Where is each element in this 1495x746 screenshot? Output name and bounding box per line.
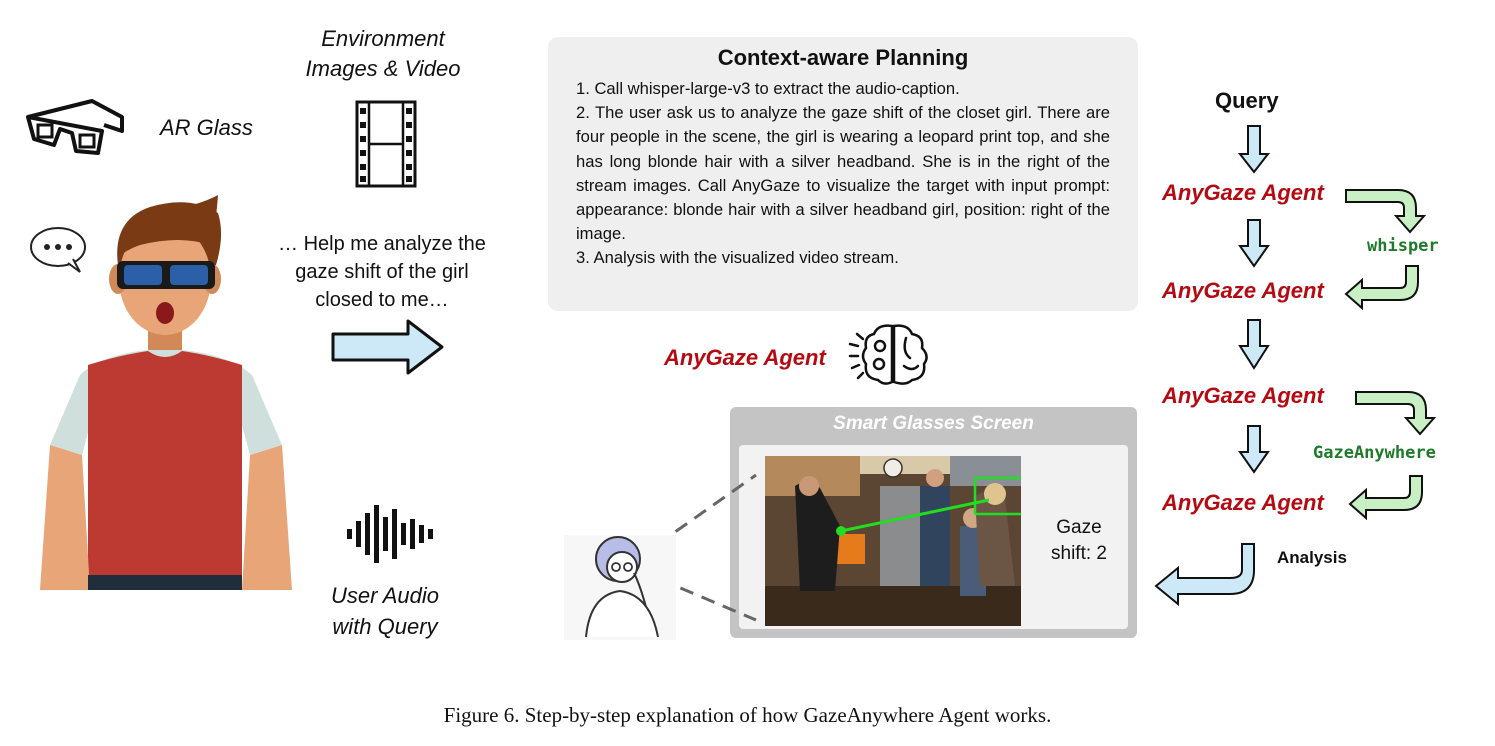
analysis-label: Analysis [1277,548,1347,567]
gaze-shift-line1: Gaze [1056,517,1102,538]
gaze-shift-readout: Gaze shift: 2 [1039,515,1119,567]
planning-step-3: 3. Analysis with the visualized video st… [576,248,899,268]
screen-content: Gaze shift: 2 [739,445,1128,629]
flow-agent-3: AnyGaze Agent [1162,383,1324,408]
environment-label-line1: Environment [321,26,445,51]
user-audio-label-line2: with Query [332,614,438,639]
ar-glass-label: AR Glass [160,115,253,140]
user-speech-line1: … Help me analyze the [278,233,486,255]
user-speech-text: … Help me analyze the gaze shift of the … [262,230,502,314]
viewer-illustration [564,473,757,640]
figure-caption: Figure 6. Step-by-step explanation of ho… [443,703,1052,727]
film-strip-icon [355,100,417,188]
user-audio-label: User Audio with Query [300,580,470,642]
environment-label-line2: Images & Video [305,56,461,81]
planning-step-1: 1. Call whisper-large-v3 to extract the … [576,79,960,98]
ar-glasses-icon [26,99,124,155]
flow-agent-4: AnyGaze Agent [1162,490,1324,515]
environment-label: Environment Images & Video [290,24,476,84]
speech-bubble-icon [30,227,86,273]
gaze-shift-line2: shift: 2 [1051,543,1107,564]
right-arrow-icon [331,319,444,375]
flow-agent-1: AnyGaze Agent [1162,180,1324,205]
user-audio-label-line1: User Audio [330,583,439,608]
query-label: Query [1215,88,1279,113]
screen-title: Smart Glasses Screen [833,413,1034,434]
planning-title: Context-aware Planning [717,45,969,70]
center-agent-label: AnyGaze Agent [664,345,826,370]
user-speech-line3: closed to me… [315,289,449,311]
audio-waveform-icon [347,505,433,563]
planning-step-2: 2. The user ask us to analyze the gaze s… [576,103,1110,244]
smart-glasses-screen: Smart Glasses Screen [730,407,1137,638]
user-speech-line2: gaze shift of the girl [295,261,469,283]
flow-agent-2: AnyGaze Agent [1162,278,1324,303]
user-illustration [40,195,292,590]
planning-steps: 1. Call whisper-large-v3 to extract the … [576,77,1110,271]
brain-icon [848,324,928,385]
tool-gazeanywhere-label: GazeAnywhere [1313,443,1436,463]
context-planning-box: Context-aware Planning 1. Call whisper-l… [548,37,1138,311]
flow-arrows [1154,125,1437,607]
tool-whisper-label: whisper [1367,236,1439,256]
kitchen-scene-image [765,456,1021,626]
